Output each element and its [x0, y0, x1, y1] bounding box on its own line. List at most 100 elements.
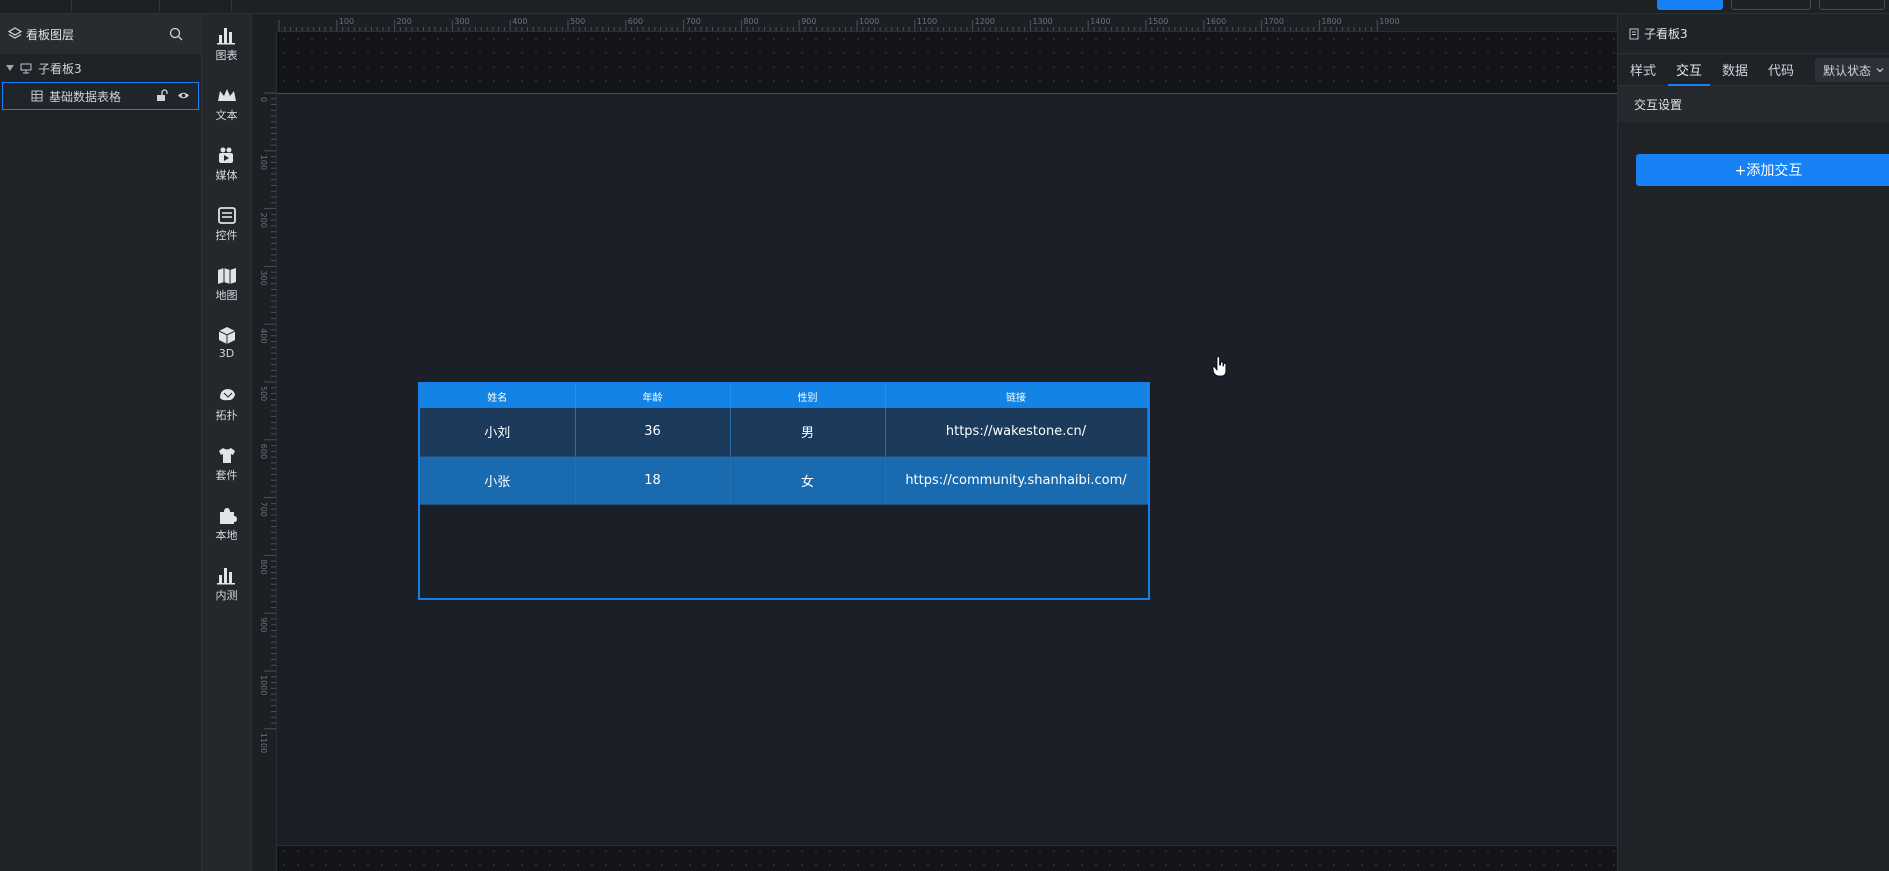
crown-text-icon: [217, 89, 236, 101]
toolbox-item-label: 地图: [215, 289, 238, 302]
ruler-top-label: 300: [454, 17, 469, 26]
control-icon: [217, 207, 236, 224]
ruler-left-label: 400: [259, 328, 268, 343]
layer-tree-table[interactable]: 基础数据表格: [2, 82, 199, 110]
layer-row-actions: [156, 89, 190, 102]
interaction-settings-section: 交互设置: [1618, 86, 1889, 122]
ruler-top-label: 500: [570, 17, 585, 26]
shirt-icon: [218, 448, 235, 463]
toolbox-item-bar-chart[interactable]: 图表: [202, 14, 251, 74]
board-icon: [20, 63, 32, 74]
top-tab-3[interactable]: [160, 0, 232, 12]
props-header: 子看板3: [1618, 14, 1889, 54]
ruler-left-label: 1000: [259, 675, 268, 695]
tab-data[interactable]: 数据: [1722, 64, 1749, 79]
ruler-left-label: 200: [259, 213, 268, 228]
ruler-left-label: 300: [259, 270, 268, 285]
expand-arrow-icon[interactable]: [6, 65, 14, 71]
map-icon: [217, 268, 236, 284]
toolbox-item-label: 套件: [215, 469, 238, 482]
layer-tree-board-label: 子看板3: [38, 61, 82, 76]
media-icon: [218, 147, 233, 163]
toolbox-item-puzzle[interactable]: 本地: [202, 494, 251, 554]
top-third-button[interactable]: [1819, 0, 1885, 10]
layers-panel: 看板图层 子看板3 基础数据表格: [0, 14, 202, 871]
ruler-top-label: 600: [628, 17, 643, 26]
ruler-left-label: 800: [259, 559, 268, 574]
basic-data-table-widget[interactable]: 姓名 年龄 性别 链接 小刘 36 男 https://wakestone.cn…: [418, 382, 1150, 600]
table-cell-link[interactable]: https://wakestone.cn/: [885, 408, 1148, 457]
toolbox-item-control[interactable]: 控件: [202, 194, 251, 254]
topology-icon: [219, 389, 235, 401]
table-cell: 男: [730, 408, 886, 457]
search-icon[interactable]: [169, 27, 183, 41]
column-header[interactable]: 姓名: [420, 384, 576, 408]
ruler-top-label: 1000: [859, 17, 879, 26]
document-icon: [1629, 28, 1639, 39]
toolbox-item-label: 本地: [215, 529, 238, 542]
ruler-top-label: 1100: [917, 17, 937, 26]
ruler-left-label: 500: [259, 386, 268, 401]
toolbox-item-label: 文本: [215, 109, 238, 122]
tab-style[interactable]: 样式: [1630, 64, 1657, 79]
ruler-top-label: 200: [397, 17, 412, 26]
table-cell: 小刘: [420, 408, 576, 457]
table-cell-link[interactable]: https://community.shanhaibi.com/: [885, 456, 1148, 505]
column-header[interactable]: 性别: [730, 384, 886, 408]
eye-icon[interactable]: [177, 89, 190, 102]
ruler-top-label: 1200: [975, 17, 995, 26]
toolbox-item-cube[interactable]: 3D: [202, 314, 251, 374]
ruler-top-label: 700: [686, 17, 701, 26]
state-select-value: 默认状态: [1823, 63, 1872, 78]
hand-cursor-icon: [1212, 357, 1227, 377]
top-secondary-button[interactable]: [1731, 0, 1811, 10]
layer-tree-board[interactable]: 子看板3: [0, 54, 201, 82]
ruler-top-label: 1300: [1032, 17, 1052, 26]
toolbox-item-crown-text[interactable]: 文本: [202, 74, 251, 134]
bar-chart-icon: [216, 568, 235, 585]
top-tab-2[interactable]: [72, 0, 160, 12]
column-header[interactable]: 链接: [885, 384, 1148, 408]
toolbox-item-label: 媒体: [215, 169, 238, 182]
top-tab-1[interactable]: [0, 0, 72, 12]
table-cell: 18: [575, 456, 731, 505]
ruler-top-label: 100: [339, 17, 354, 26]
ruler-top-label: 800: [743, 17, 758, 26]
toolbox-item-bar-chart[interactable]: 内测: [202, 554, 251, 614]
ruler-left-label: 100: [259, 155, 268, 170]
top-bar: [0, 0, 1889, 14]
toolbox-item-shirt[interactable]: 套件: [202, 434, 251, 494]
table-row[interactable]: 小刘 36 男 https://wakestone.cn/: [420, 408, 1148, 457]
ruler-left-label: 0: [259, 97, 268, 102]
ruler-top-label: 1400: [1090, 17, 1110, 26]
toolbox-item-map[interactable]: 地图: [202, 254, 251, 314]
dashboard-board[interactable]: 姓名 年龄 性别 链接 小刘 36 男 https://wakestone.cn…: [277, 93, 1617, 846]
toolbox-item-media[interactable]: 媒体: [202, 134, 251, 194]
ruler-corner: [252, 14, 277, 32]
tab-code[interactable]: 代码: [1768, 64, 1795, 79]
unlock-icon[interactable]: [156, 89, 169, 102]
state-select[interactable]: 默认状态: [1815, 58, 1889, 82]
top-primary-button[interactable]: [1657, 0, 1723, 10]
tab-interaction[interactable]: 交互: [1668, 54, 1711, 86]
toolbox-item-topology[interactable]: 拓扑: [202, 374, 251, 434]
table-row[interactable]: 小张 18 女 https://community.shanhaibi.com/: [420, 456, 1148, 505]
table-cell: 小张: [420, 456, 576, 505]
add-interaction-button[interactable]: +添加交互: [1636, 154, 1889, 186]
layer-tree-table-label: 基础数据表格: [49, 89, 122, 104]
cube-icon: [218, 327, 235, 344]
ruler-top-label: 400: [512, 17, 527, 26]
data-table: 姓名 年龄 性别 链接 小刘 36 男 https://wakestone.cn…: [420, 384, 1148, 505]
props-title: 子看板3: [1644, 27, 1688, 41]
ruler-left-label: 600: [259, 444, 268, 459]
column-header[interactable]: 年龄: [575, 384, 731, 408]
table-icon: [31, 90, 43, 102]
properties-panel: 子看板3 样式 交互 数据 代码 默认状态 交互设置 +添加交互: [1617, 14, 1889, 871]
layers-icon: [8, 27, 22, 39]
